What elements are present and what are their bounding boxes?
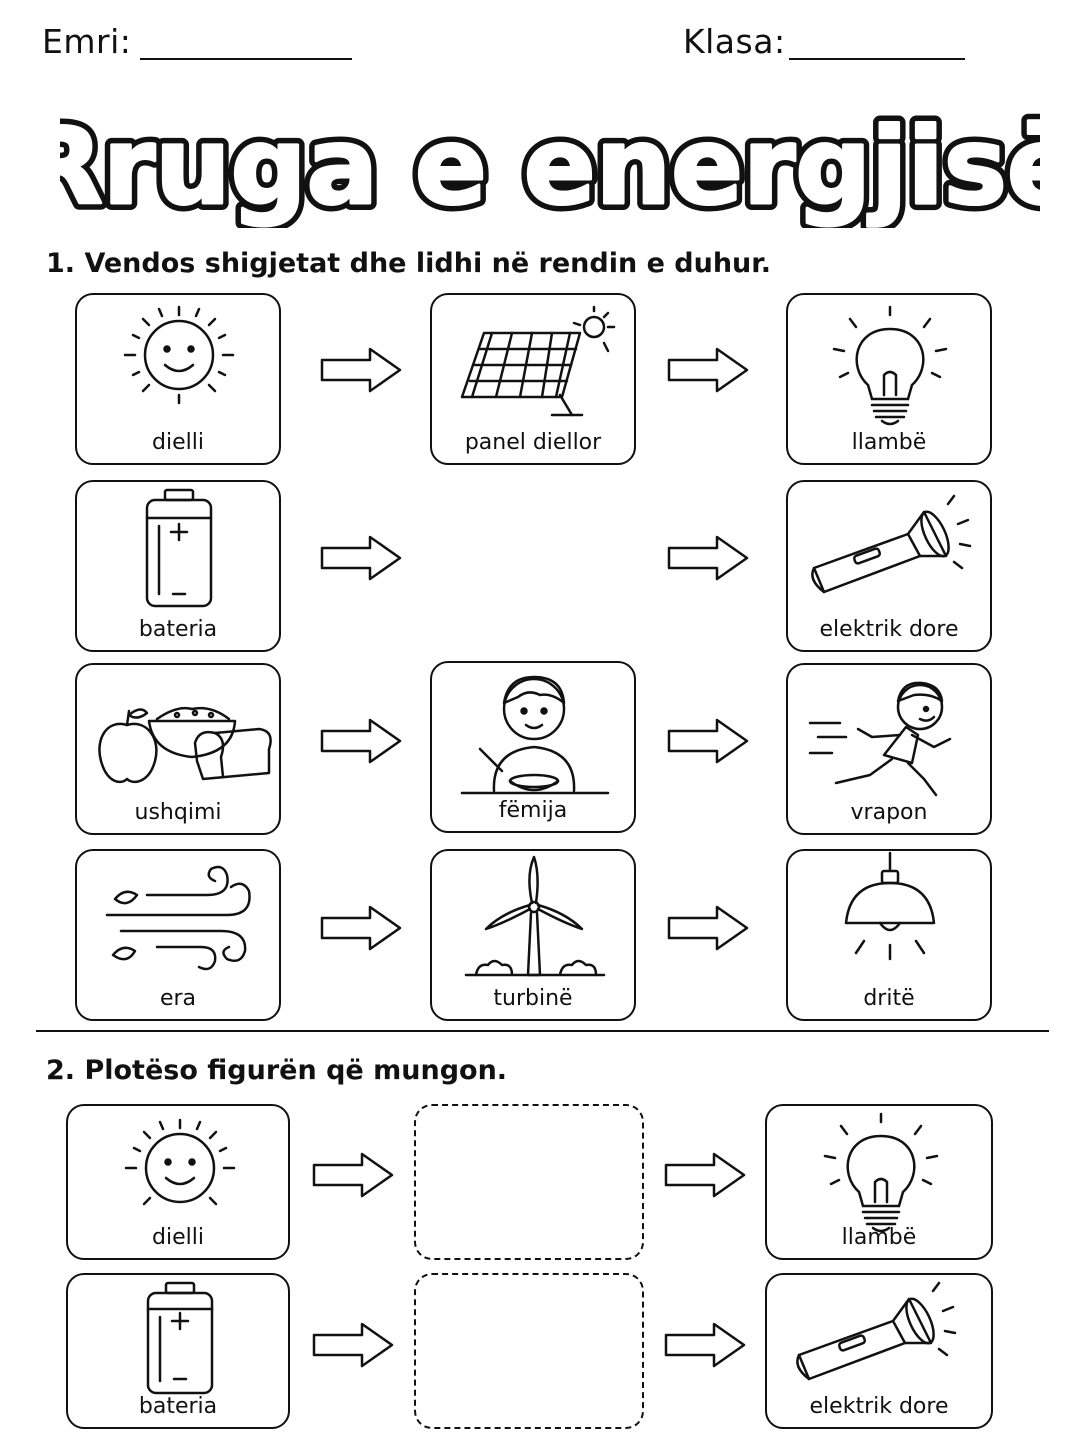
flashlight-icon xyxy=(796,1281,957,1381)
card-wind[interactable]: era xyxy=(75,849,281,1021)
card-label: vrapon xyxy=(850,800,928,825)
arrow-right-icon xyxy=(667,718,749,764)
arrow-right-icon xyxy=(320,905,402,951)
card-sun[interactable]: dielli xyxy=(66,1104,290,1260)
card-battery[interactable]: bateria xyxy=(66,1273,290,1429)
child-eating-icon xyxy=(460,675,610,795)
svg-text:Rruga e energjisë: Rruga e energjisë xyxy=(60,105,1040,228)
sun-icon xyxy=(123,305,235,405)
arrow-right-icon xyxy=(664,1322,746,1368)
missing-picture-box[interactable] xyxy=(414,1273,644,1429)
wind-turbine-icon xyxy=(464,855,606,977)
section-1-heading: 1. Vendos shigjetat dhe lidhi në rendin … xyxy=(46,248,772,279)
card-label: turbinë xyxy=(493,986,573,1011)
light-bulb-icon xyxy=(832,305,948,426)
card-label: panel diellor xyxy=(464,430,602,455)
arrow-right-icon xyxy=(320,535,402,581)
card-label: dielli xyxy=(152,430,204,455)
card-bulb[interactable]: llambë xyxy=(786,293,992,465)
arrow-right-icon xyxy=(667,347,749,393)
section-2-heading: 2. Plotëso figurën që mungon. xyxy=(46,1055,508,1086)
card-child-eating[interactable]: fëmija xyxy=(430,661,636,833)
card-turbine[interactable]: turbinë xyxy=(430,849,636,1021)
sun-icon xyxy=(124,1118,236,1206)
card-label: elektrik dore xyxy=(819,617,959,642)
arrow-right-icon xyxy=(320,347,402,393)
child-running-icon xyxy=(808,681,952,797)
card-label: llambë xyxy=(841,1225,917,1250)
flashlight-icon xyxy=(811,494,972,594)
card-label: dritë xyxy=(863,986,915,1011)
card-label: era xyxy=(159,986,197,1011)
card-label: bateria xyxy=(138,1394,218,1419)
card-child-running[interactable]: vrapon xyxy=(786,663,992,835)
card-label: dielli xyxy=(152,1225,204,1250)
arrow-right-icon xyxy=(667,905,749,951)
card-bulb[interactable]: llambë xyxy=(765,1104,993,1260)
card-label: elektrik dore xyxy=(809,1394,949,1419)
section-divider xyxy=(36,1030,1049,1032)
arrow-right-icon xyxy=(320,718,402,764)
card-food[interactable]: ushqimi xyxy=(75,663,281,835)
class-label: Klasa: xyxy=(683,22,786,61)
class-line[interactable] xyxy=(789,58,965,60)
arrow-right-icon xyxy=(667,535,749,581)
svg-text:Rruga e energjisë: Rruga e energjisë xyxy=(60,105,1040,228)
name-line[interactable] xyxy=(140,58,352,60)
card-lamp[interactable]: dritë xyxy=(786,849,992,1021)
name-label: Emri: xyxy=(42,22,132,61)
arrow-right-icon xyxy=(312,1152,394,1198)
card-flashlight[interactable]: elektrik dore xyxy=(786,480,992,652)
card-battery[interactable]: bateria xyxy=(75,480,281,652)
card-label: llambë xyxy=(851,430,927,455)
food-icon xyxy=(98,706,272,784)
battery-icon xyxy=(145,488,213,608)
card-label: fëmija xyxy=(498,798,568,823)
card-sun[interactable]: dielli xyxy=(75,293,281,465)
light-bulb-icon xyxy=(823,1112,939,1233)
arrow-right-icon xyxy=(312,1322,394,1368)
card-label: bateria xyxy=(138,617,218,642)
worksheet-title: Rruga e energjisë Rruga e energjisë xyxy=(60,98,1040,228)
card-solar-panel[interactable]: panel diellor xyxy=(430,293,636,465)
card-flashlight[interactable]: elektrik dore xyxy=(765,1273,993,1429)
arrow-right-icon xyxy=(664,1152,746,1198)
card-label: ushqimi xyxy=(134,800,222,825)
ceiling-lamp-icon xyxy=(844,851,936,961)
battery-icon xyxy=(146,1281,214,1395)
missing-picture-box[interactable] xyxy=(414,1104,644,1260)
wind-icon xyxy=(105,865,251,971)
solar-panel-icon xyxy=(460,305,616,417)
